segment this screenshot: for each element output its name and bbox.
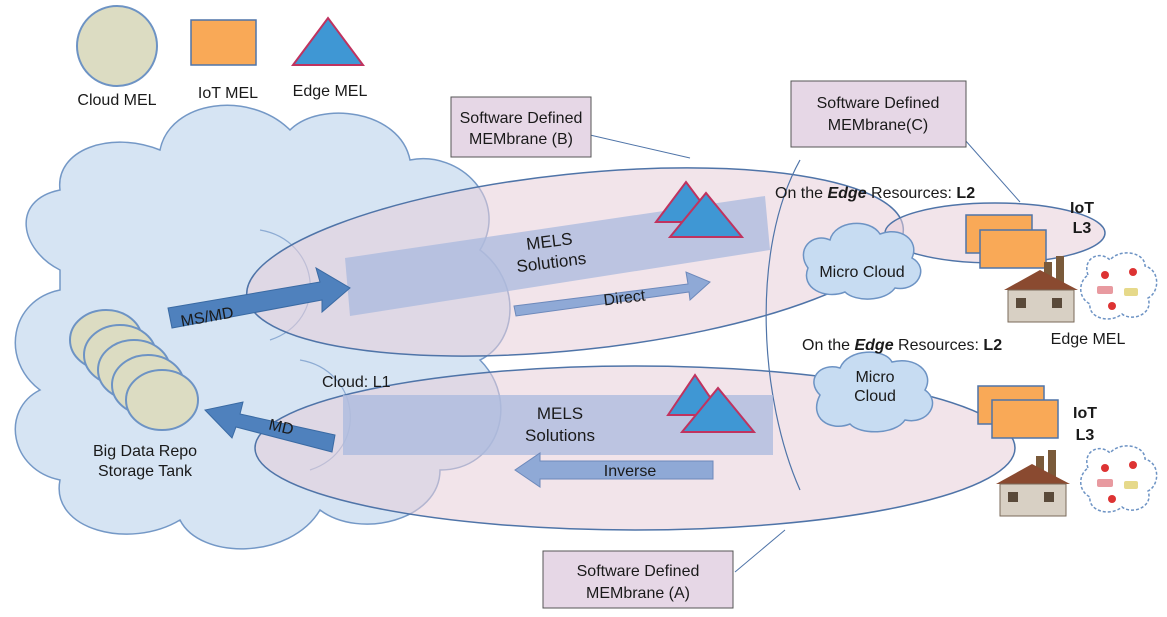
callout-b-line1: Software Defined: [460, 110, 583, 127]
callout-c-leader: [964, 139, 1021, 203]
legend-cloud-mel-label: Cloud MEL: [77, 92, 156, 109]
callout-a-leader: [734, 529, 786, 573]
micro-cloud-bottom-icon: [813, 351, 934, 433]
bottom-solutions-line2: Solutions: [525, 426, 595, 445]
factory-bottom-icon: [996, 450, 1070, 517]
callout-c: Software Defined MEMbrane(C): [790, 80, 967, 148]
iot-mel-top-icon: [965, 214, 1047, 269]
micro-cloud-top-icon: [802, 222, 922, 300]
edge-top-label: On the Edge Resources: L2: [775, 185, 975, 202]
callout-b-leader: [589, 134, 691, 159]
micro-cloud-bottom-line2: Cloud: [854, 388, 896, 405]
edge-mel-top-icon: [654, 180, 745, 238]
ms-md-arrow: [167, 266, 351, 329]
edge-boundary: [765, 159, 801, 491]
callout-a-line1: Software Defined: [577, 563, 700, 580]
callout-b-line2: MEMbrane (B): [469, 131, 573, 148]
direct-label: Direct: [603, 287, 647, 309]
legend-iot-mel-icon: [190, 19, 257, 66]
top-solutions-band: [345, 196, 770, 316]
iot-top-line1: IoT: [1070, 200, 1094, 217]
factory-top-icon: [1004, 256, 1078, 323]
edge-bottom-suffix: Resources:: [894, 337, 984, 354]
callout-c-line1: Software Defined: [817, 95, 940, 112]
iot-bottom-line2: L3: [1076, 427, 1095, 444]
legend-cloud-mel-icon: [76, 5, 158, 87]
sensor-cloud-top-icon: [1080, 252, 1158, 320]
edge-top-edge-word: Edge: [827, 185, 866, 202]
callout-c-line2: MEMbrane(C): [828, 117, 928, 134]
cloud-level-label: Cloud: L1: [322, 374, 391, 391]
md-arrow: [204, 401, 336, 453]
legend: Cloud MEL IoT MEL Edge MEL: [76, 5, 368, 109]
direct-arrow: [513, 271, 711, 317]
iot-bottom-line1: IoT: [1073, 405, 1097, 422]
storage-cylinders-icon: [69, 309, 199, 431]
repo-label-line1: Big Data Repo: [93, 443, 197, 460]
legend-edge-mel-label: Edge MEL: [293, 83, 368, 100]
legend-edge-mel-icon: [291, 16, 365, 66]
callout-a: Software Defined MEMbrane (A): [542, 550, 734, 609]
callout-b: Software Defined MEMbrane (B): [450, 96, 592, 158]
edge-bottom-level: L2: [983, 337, 1002, 354]
iot-top-line2: L3: [1073, 220, 1092, 237]
repo-label-line2: Storage Tank: [98, 463, 193, 480]
micro-cloud-top-label: Micro Cloud: [819, 264, 904, 281]
sensor-cloud-bottom-icon: [1080, 445, 1158, 513]
inverse-label: Inverse: [604, 463, 657, 480]
edge-mel-bottom-icon: [666, 373, 757, 433]
md-label: MD: [267, 417, 295, 439]
inverse-arrow: [514, 452, 714, 488]
edge-bottom-label: On the Edge Resources: L2: [802, 337, 1002, 354]
edge-top-suffix: Resources:: [867, 185, 957, 202]
edge-top-prefix: On the: [775, 185, 827, 202]
iot-mel-bottom-icon: [977, 385, 1059, 439]
edge-top-level: L2: [956, 185, 975, 202]
callout-a-line2: MEMbrane (A): [586, 585, 690, 602]
edge-mel-top-label: Edge MEL: [1051, 331, 1126, 348]
edge-bottom-edge-word: Edge: [854, 337, 893, 354]
bottom-solutions-line1: MELS: [537, 404, 583, 423]
micro-cloud-bottom-line1: Micro: [855, 369, 894, 386]
legend-iot-mel-label: IoT MEL: [198, 85, 258, 102]
edge-bottom-prefix: On the: [802, 337, 854, 354]
